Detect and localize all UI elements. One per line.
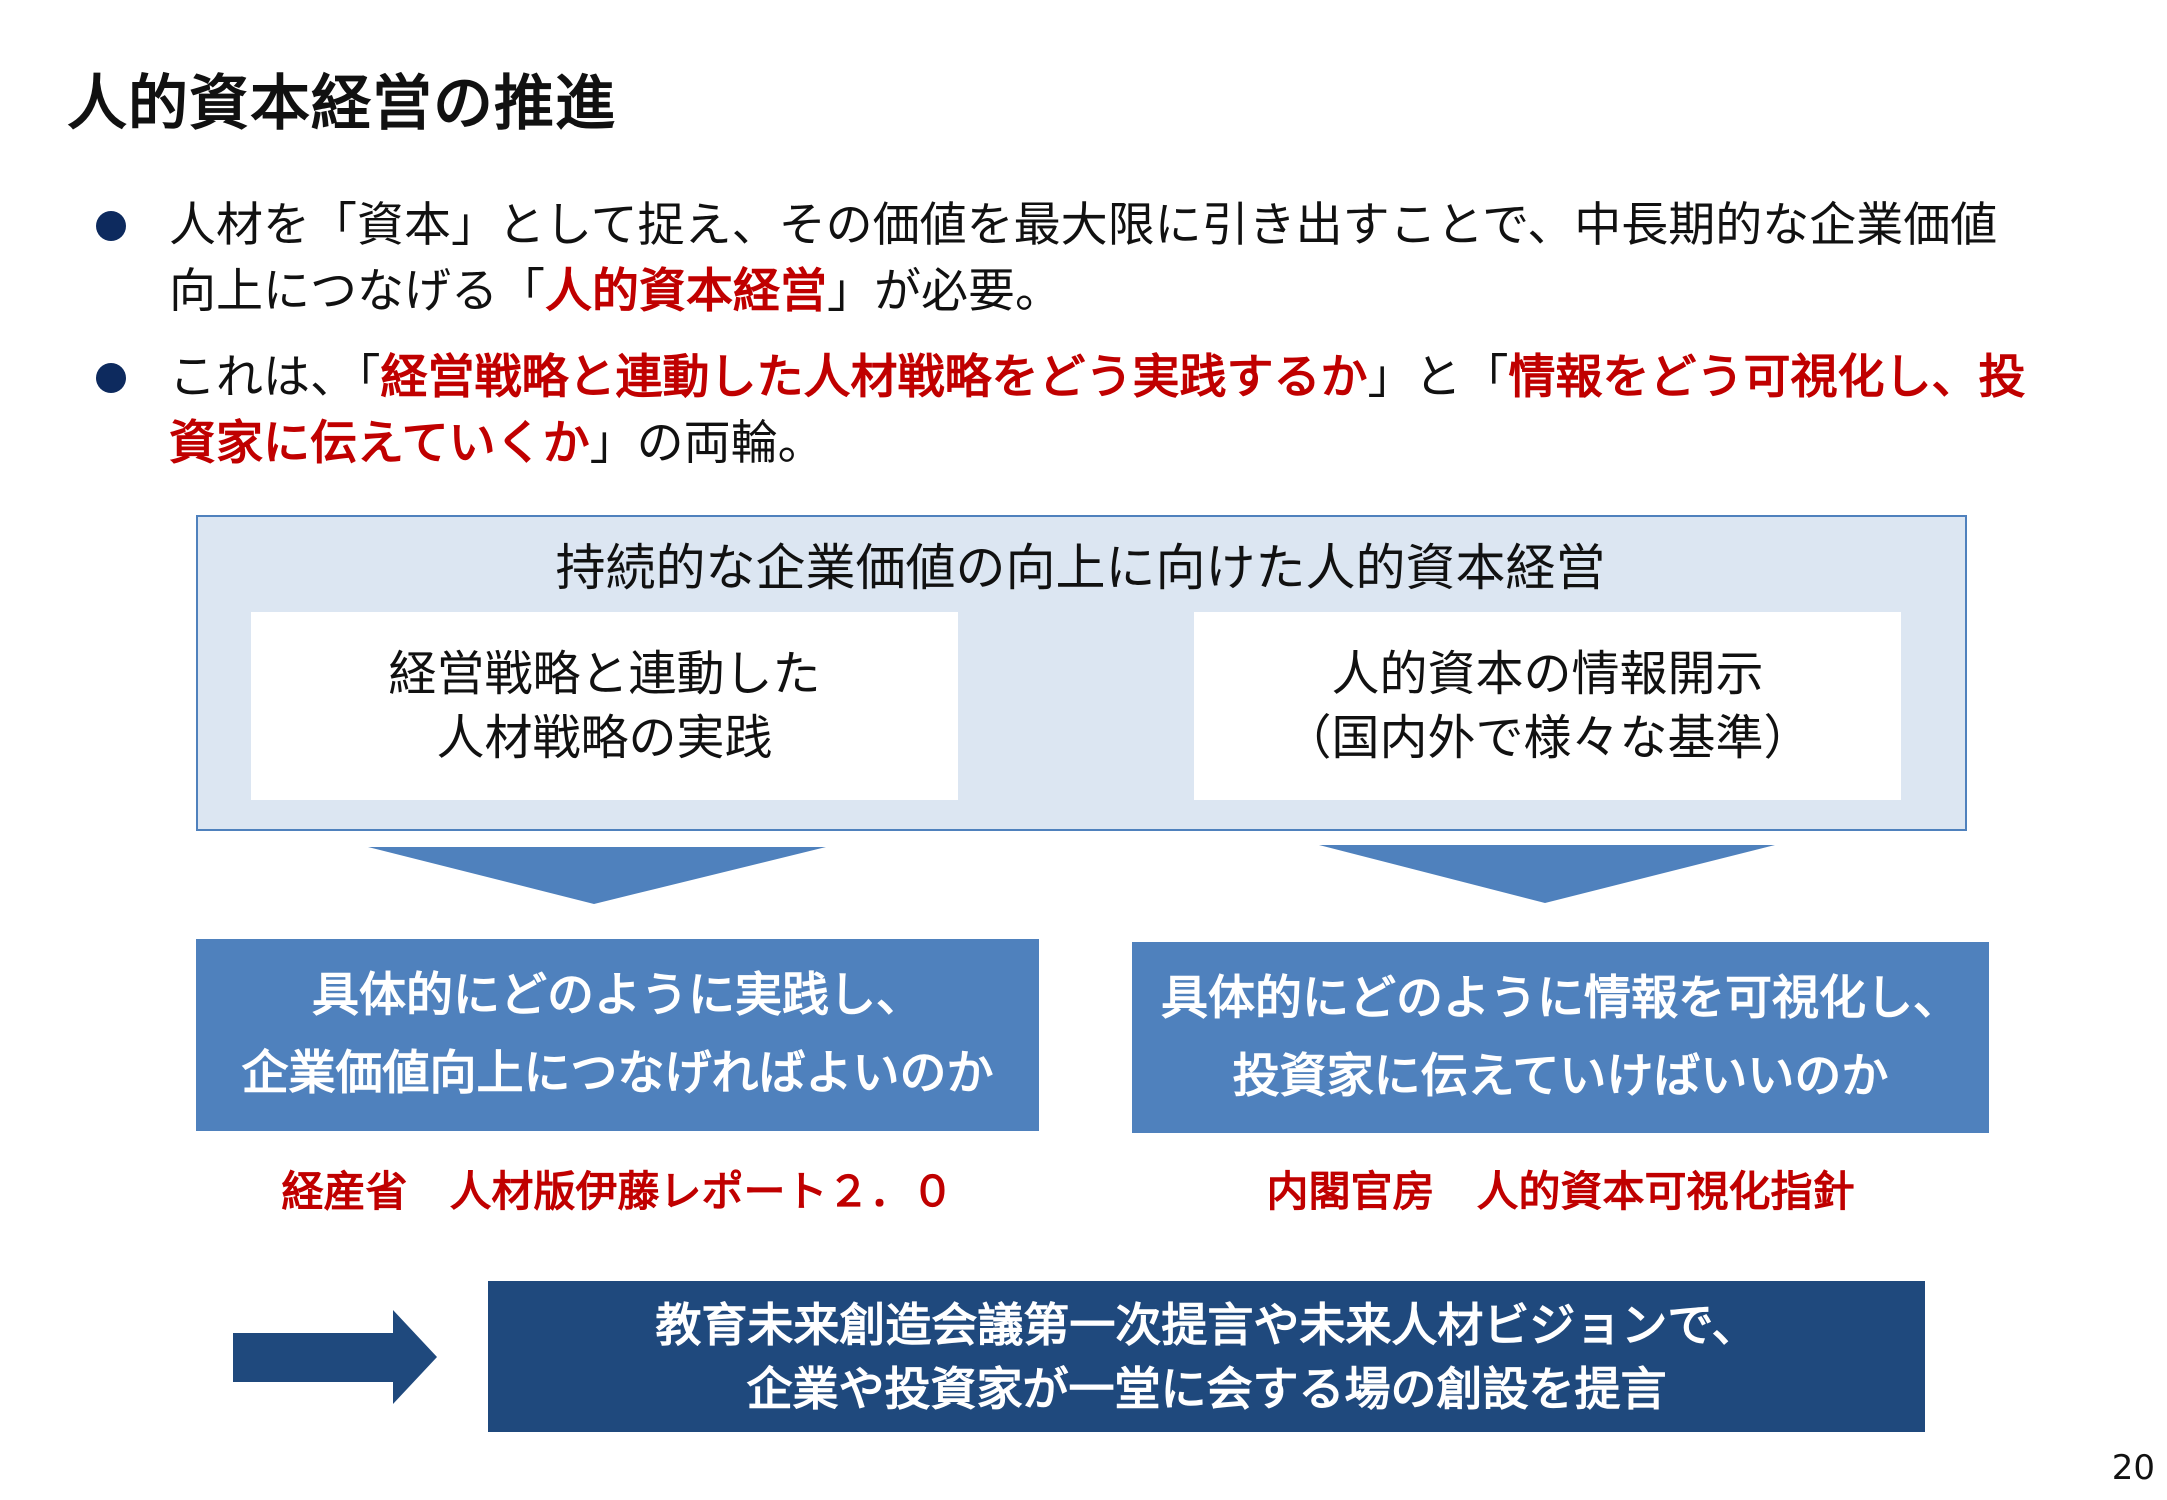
question-line: 具体的にどのように実践し、 (312, 968, 923, 1023)
right-arrow-icon (233, 1310, 437, 1404)
text: これは、「 (169, 350, 381, 405)
bullet-icon (96, 363, 126, 393)
page-number: 20 (2111, 1448, 2155, 1488)
strategy-line: 人材戦略の実践 (436, 710, 773, 766)
disclosure-box: 人的資本の情報開示 （国内外で様々な基準） (1194, 612, 1901, 800)
text: 向上につなげる「 (169, 264, 545, 319)
bullet-2-line-2: 資家に伝えていくか」の両輪。 (169, 411, 2089, 477)
source-label-left: 経産省 人材版伊藤レポート２．０ (281, 1167, 954, 1216)
question-line: 具体的にどのように情報を可視化し、 (1161, 970, 1960, 1026)
panel-title: 持続的な企業価値の向上に向けた人的資本経営 (555, 539, 1606, 597)
conclusion-line: 企業や投資家が一堂に会する場の創設を提言 (746, 1361, 1667, 1416)
bullet-icon (96, 211, 126, 241)
highlight-text: 経営戦略と連動した人材戦略をどう実践するか (380, 350, 1368, 405)
practice-question-box: 具体的にどのように実践し、 企業価値向上につなげればよいのか (196, 939, 1039, 1131)
highlight-text: 資家に伝えていくか (169, 416, 590, 471)
strategy-box: 経営戦略と連動した 人材戦略の実践 (251, 612, 958, 800)
bullet-1: 人材を「資本」として捉え、その価値を最大限に引き出すことで、中長期的な企業価値 … (169, 193, 2089, 325)
bullet-1-line-2: 向上につなげる「人的資本経営」が必要。 (169, 259, 2089, 325)
conclusion-line: 教育未来創造会議第一次提言や未来人材ビジョンで、 (655, 1297, 1758, 1352)
text: 」と「 (1367, 350, 1509, 405)
source-label-right: 内閣官房 人的資本可視化指針 (1266, 1167, 1855, 1216)
disclosure-line: （国内外で様々な基準） (1283, 710, 1812, 766)
question-line: 投資家に伝えていけばいいのか (1232, 1048, 1889, 1104)
bullet-1-line-1: 人材を「資本」として捉え、その価値を最大限に引き出すことで、中長期的な企業価値 (169, 198, 1998, 253)
text: 」が必要。 (827, 264, 1062, 319)
strategy-line: 経営戦略と連動した (388, 646, 821, 702)
highlight-text: 情報をどう可視化し、投 (1508, 350, 2026, 405)
question-line: 企業価値向上につなげればよいのか (241, 1046, 994, 1101)
highlight-text: 人的資本経営 (545, 264, 827, 319)
down-arrow-left-icon (368, 847, 826, 904)
disclosure-line: 人的資本の情報開示 (1331, 646, 1764, 702)
text: 」の両輪。 (589, 416, 825, 471)
disclosure-question-box: 具体的にどのように情報を可視化し、 投資家に伝えていけばいいのか (1132, 942, 1989, 1133)
bullet-2: これは、「経営戦略と連動した人材戦略をどう実践するか」と「情報をどう可視化し、投… (169, 345, 2089, 477)
bullet-2-line-1: これは、「経営戦略と連動した人材戦略をどう実践するか」と「情報をどう可視化し、投 (169, 345, 2089, 411)
page-title: 人的資本経営の推進 (67, 69, 616, 139)
conclusion-box: 教育未来創造会議第一次提言や未来人材ビジョンで、 企業や投資家が一堂に会する場の… (488, 1281, 1925, 1432)
down-arrow-right-icon (1319, 845, 1775, 903)
